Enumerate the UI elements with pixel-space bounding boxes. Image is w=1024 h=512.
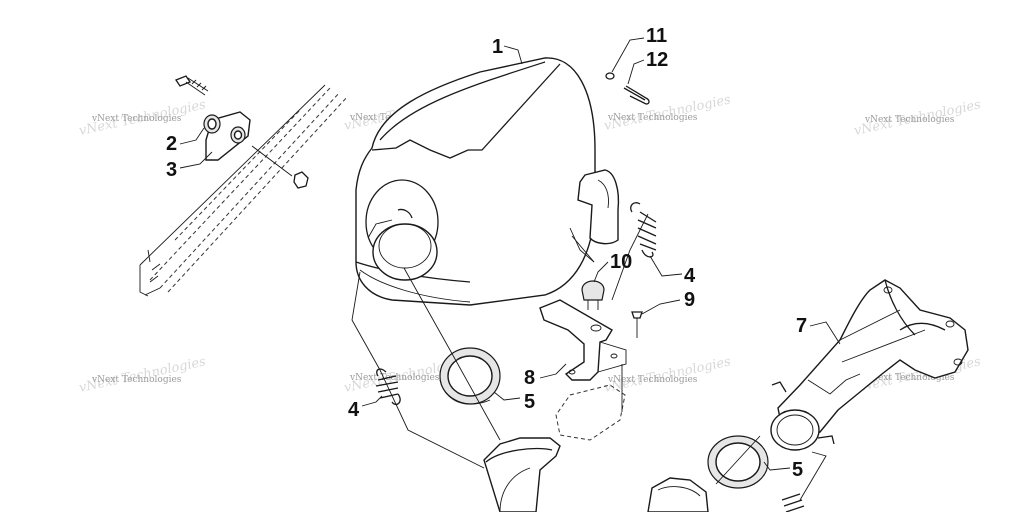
washer-cotter-pin — [605, 72, 650, 105]
muffler — [355, 57, 620, 306]
watermark-text: vNext Technologies — [607, 375, 698, 385]
frame-rail — [139, 84, 349, 297]
callout-1: 1 — [492, 36, 503, 58]
callout-7: 7 — [796, 315, 807, 337]
manifold-outlet — [770, 409, 820, 451]
watermark-text: vNext Technologies — [864, 115, 955, 125]
callout-4-upper: 4 — [684, 265, 696, 287]
bolt-head-icon — [175, 75, 191, 87]
watermark-text: vNext Technologies — [91, 375, 182, 385]
callout-10: 10 — [610, 251, 632, 273]
spring-lower-right — [781, 493, 805, 512]
mounting-bracket-assembly — [175, 75, 309, 189]
cotter-pin-icon — [623, 85, 650, 105]
rubber-mount — [581, 280, 605, 310]
watermark-text: vNext Technologies — [607, 113, 698, 123]
spring-icon — [637, 211, 657, 251]
muffler-inlet — [577, 169, 620, 245]
leader-lines — [179, 37, 841, 501]
muffler-bracket — [539, 299, 627, 441]
head-pipe — [483, 437, 709, 512]
muffler-outlet — [372, 223, 438, 281]
watermark-text: vNext Technologies — [864, 373, 955, 383]
gasket-lower — [707, 435, 769, 489]
heat-shield-outline — [555, 384, 626, 441]
exhaust-manifold — [770, 279, 969, 451]
watermark-text: vNext Technologies — [349, 373, 440, 383]
screw-icon — [631, 311, 643, 319]
callout-2: 2 — [166, 133, 177, 155]
callout-4-lower: 4 — [348, 399, 360, 421]
callout-5-lower: 5 — [792, 459, 803, 481]
callouts: 1 2 3 11 12 4 10 9 7 8 5 4 5 — [166, 25, 807, 481]
callout-8: 8 — [524, 367, 535, 389]
spring-icon — [781, 493, 805, 512]
gasket-upper — [439, 347, 501, 405]
callout-12: 12 — [646, 49, 668, 71]
screw — [631, 311, 643, 338]
spring-upper — [630, 202, 657, 258]
callout-11: 11 — [646, 25, 667, 47]
callout-3: 3 — [166, 159, 177, 181]
manifold-body — [777, 279, 969, 441]
nut-icon — [293, 171, 309, 189]
callout-9: 9 — [684, 289, 695, 311]
muffler-bracket-body — [539, 299, 613, 381]
callout-5-upper: 5 — [524, 391, 535, 413]
rubber-mount-icon — [581, 280, 605, 301]
watermark-text: vNext Technologies — [91, 114, 182, 124]
washer-icon — [605, 72, 615, 80]
connecting-pipe — [647, 477, 709, 512]
